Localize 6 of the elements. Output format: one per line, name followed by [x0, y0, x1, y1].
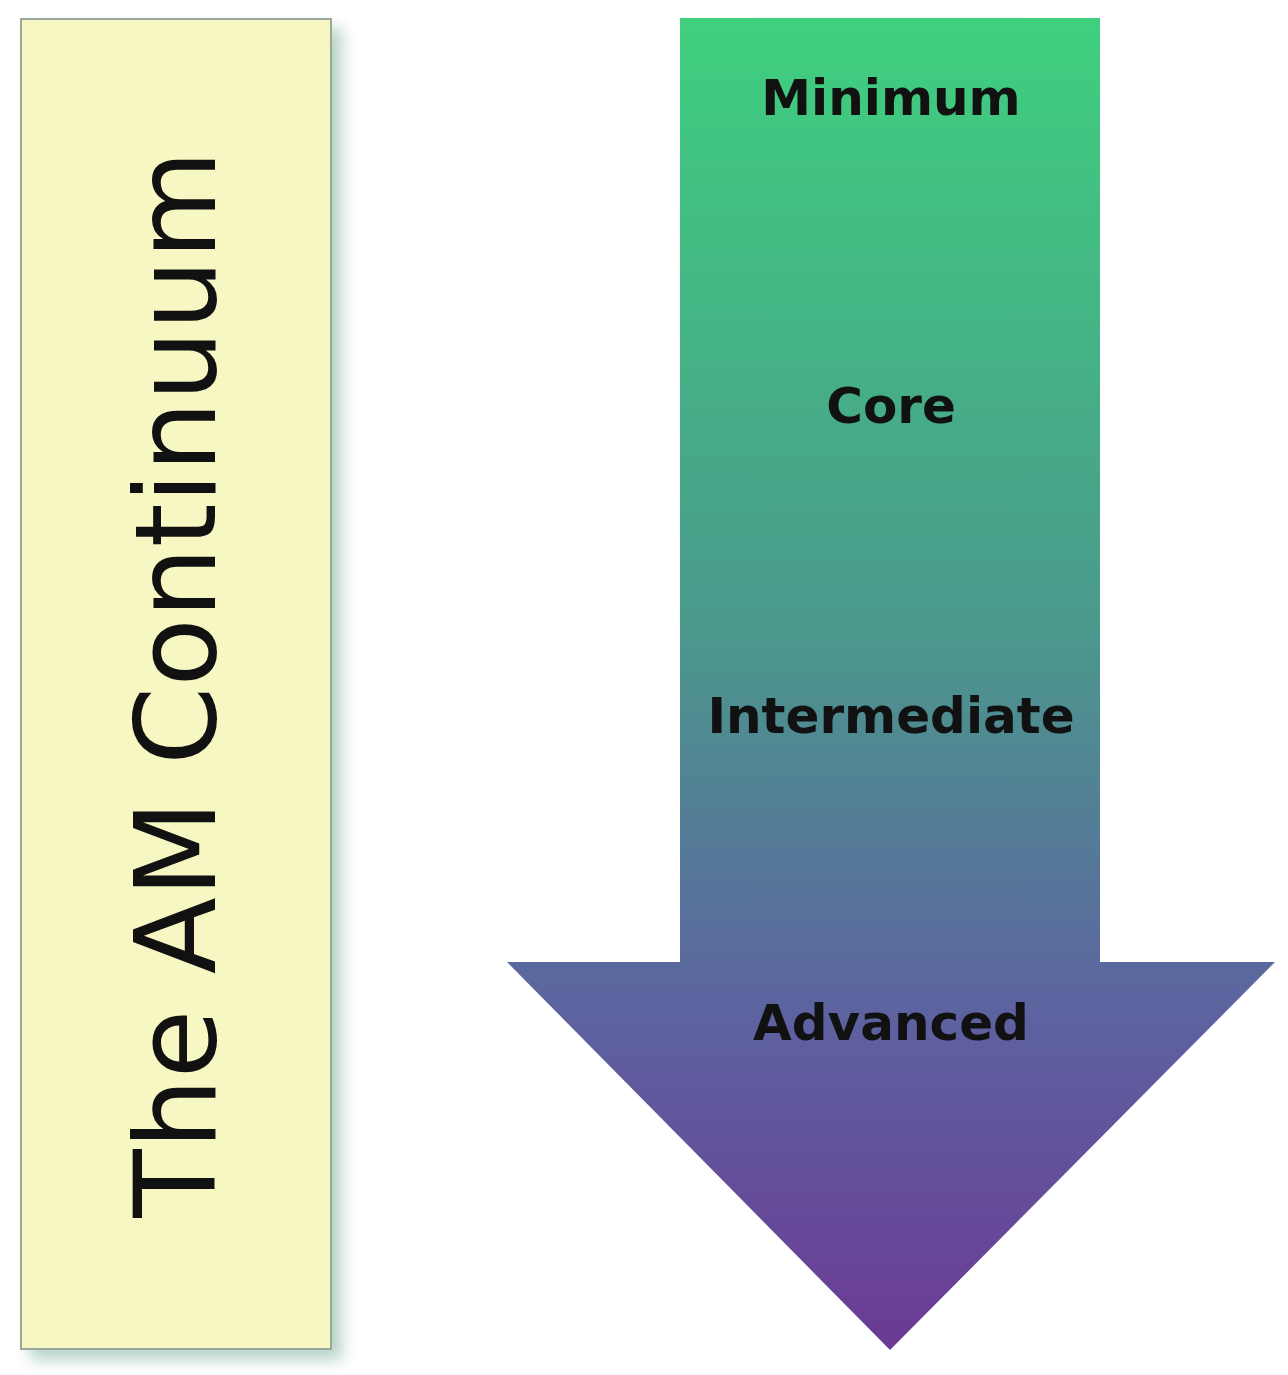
stage-label: Minimum [760, 69, 1022, 127]
title-panel [20, 18, 332, 1350]
stage-label: Core [825, 377, 957, 435]
stage-label: Advanced [752, 994, 1030, 1052]
stage-label: Intermediate [706, 687, 1076, 745]
panel-title: The AM Continuum [111, 150, 241, 1218]
